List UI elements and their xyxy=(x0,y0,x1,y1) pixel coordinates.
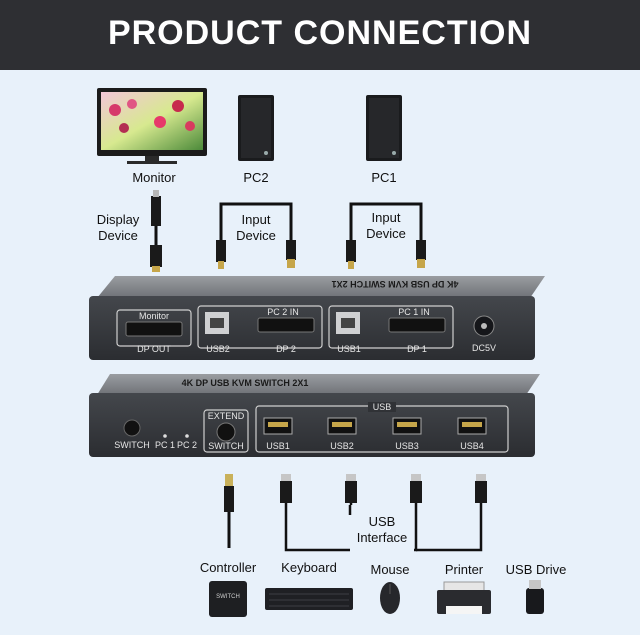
pc2-label: PC2 xyxy=(243,170,269,185)
monitor-label: Monitor xyxy=(132,170,176,185)
pc2-input-cable xyxy=(216,202,296,269)
usb-interface-label: USB Interface xyxy=(356,514,408,545)
pc1-in-label: PC 1 IN xyxy=(398,307,430,317)
pc2-input-device-label: Input Device xyxy=(236,212,276,243)
pc2-tower-icon xyxy=(238,95,274,161)
display-device-label: Display Device xyxy=(96,212,140,243)
keyboard-label: Keyboard xyxy=(281,560,337,575)
usb-cables xyxy=(280,474,487,552)
mouse-icon xyxy=(380,582,400,614)
dp2-label: DP 2 xyxy=(276,344,296,354)
dc5v-label: DC5V xyxy=(471,343,496,353)
pc2-in-label: PC 2 IN xyxy=(267,307,299,317)
keyboard-icon xyxy=(265,588,353,610)
printer-label: Printer xyxy=(444,562,484,577)
controller-cable xyxy=(224,474,234,548)
extend-switch-label: SWITCH xyxy=(208,441,244,451)
controller-label: Controller xyxy=(199,560,257,575)
title-banner: PRODUCT CONNECTION xyxy=(0,0,640,70)
printer-icon xyxy=(437,581,491,614)
controller-icon xyxy=(209,581,247,617)
pc1-tower-icon xyxy=(366,95,402,161)
usb1-front-label: USB1 xyxy=(337,344,361,354)
pc1-label: PC1 xyxy=(371,170,397,185)
pc1-led-label: PC 1 xyxy=(154,440,175,450)
usb1-back-label: USB1 xyxy=(266,441,290,451)
dp1-label: DP 1 xyxy=(407,344,427,354)
front-top-print: 4K DP USB KVM SWITCH 2X1 xyxy=(331,279,459,289)
kvm-front-unit xyxy=(89,276,545,360)
mouse-label: Mouse xyxy=(370,562,410,577)
switch-button-label: SWITCH xyxy=(114,440,150,450)
extend-label: EXTEND xyxy=(207,411,245,421)
display-cable xyxy=(150,190,162,272)
monitor-port-box-label: Monitor xyxy=(138,311,169,321)
usb2-front-label: USB2 xyxy=(206,344,230,354)
back-top-print: 4K DP USB KVM SWITCH 2X1 xyxy=(181,378,309,388)
controller-print: SWITCH xyxy=(216,594,240,600)
usb-group-label: USB xyxy=(368,402,396,412)
monitor-icon xyxy=(97,88,207,164)
usb3-back-label: USB3 xyxy=(395,441,419,451)
pc1-input-cable xyxy=(346,202,426,269)
pc1-input-device-label: Input Device xyxy=(366,210,406,241)
dp-out-label: DP OUT xyxy=(137,344,171,354)
usb2-back-label: USB2 xyxy=(330,441,354,451)
usb-drive-icon xyxy=(526,580,544,614)
kvm-back-unit xyxy=(89,374,540,457)
usb-drive-label: USB Drive xyxy=(505,562,567,577)
pc2-led-label: PC 2 xyxy=(176,440,197,450)
usb4-back-label: USB4 xyxy=(460,441,484,451)
page-title: PRODUCT CONNECTION xyxy=(107,14,533,52)
